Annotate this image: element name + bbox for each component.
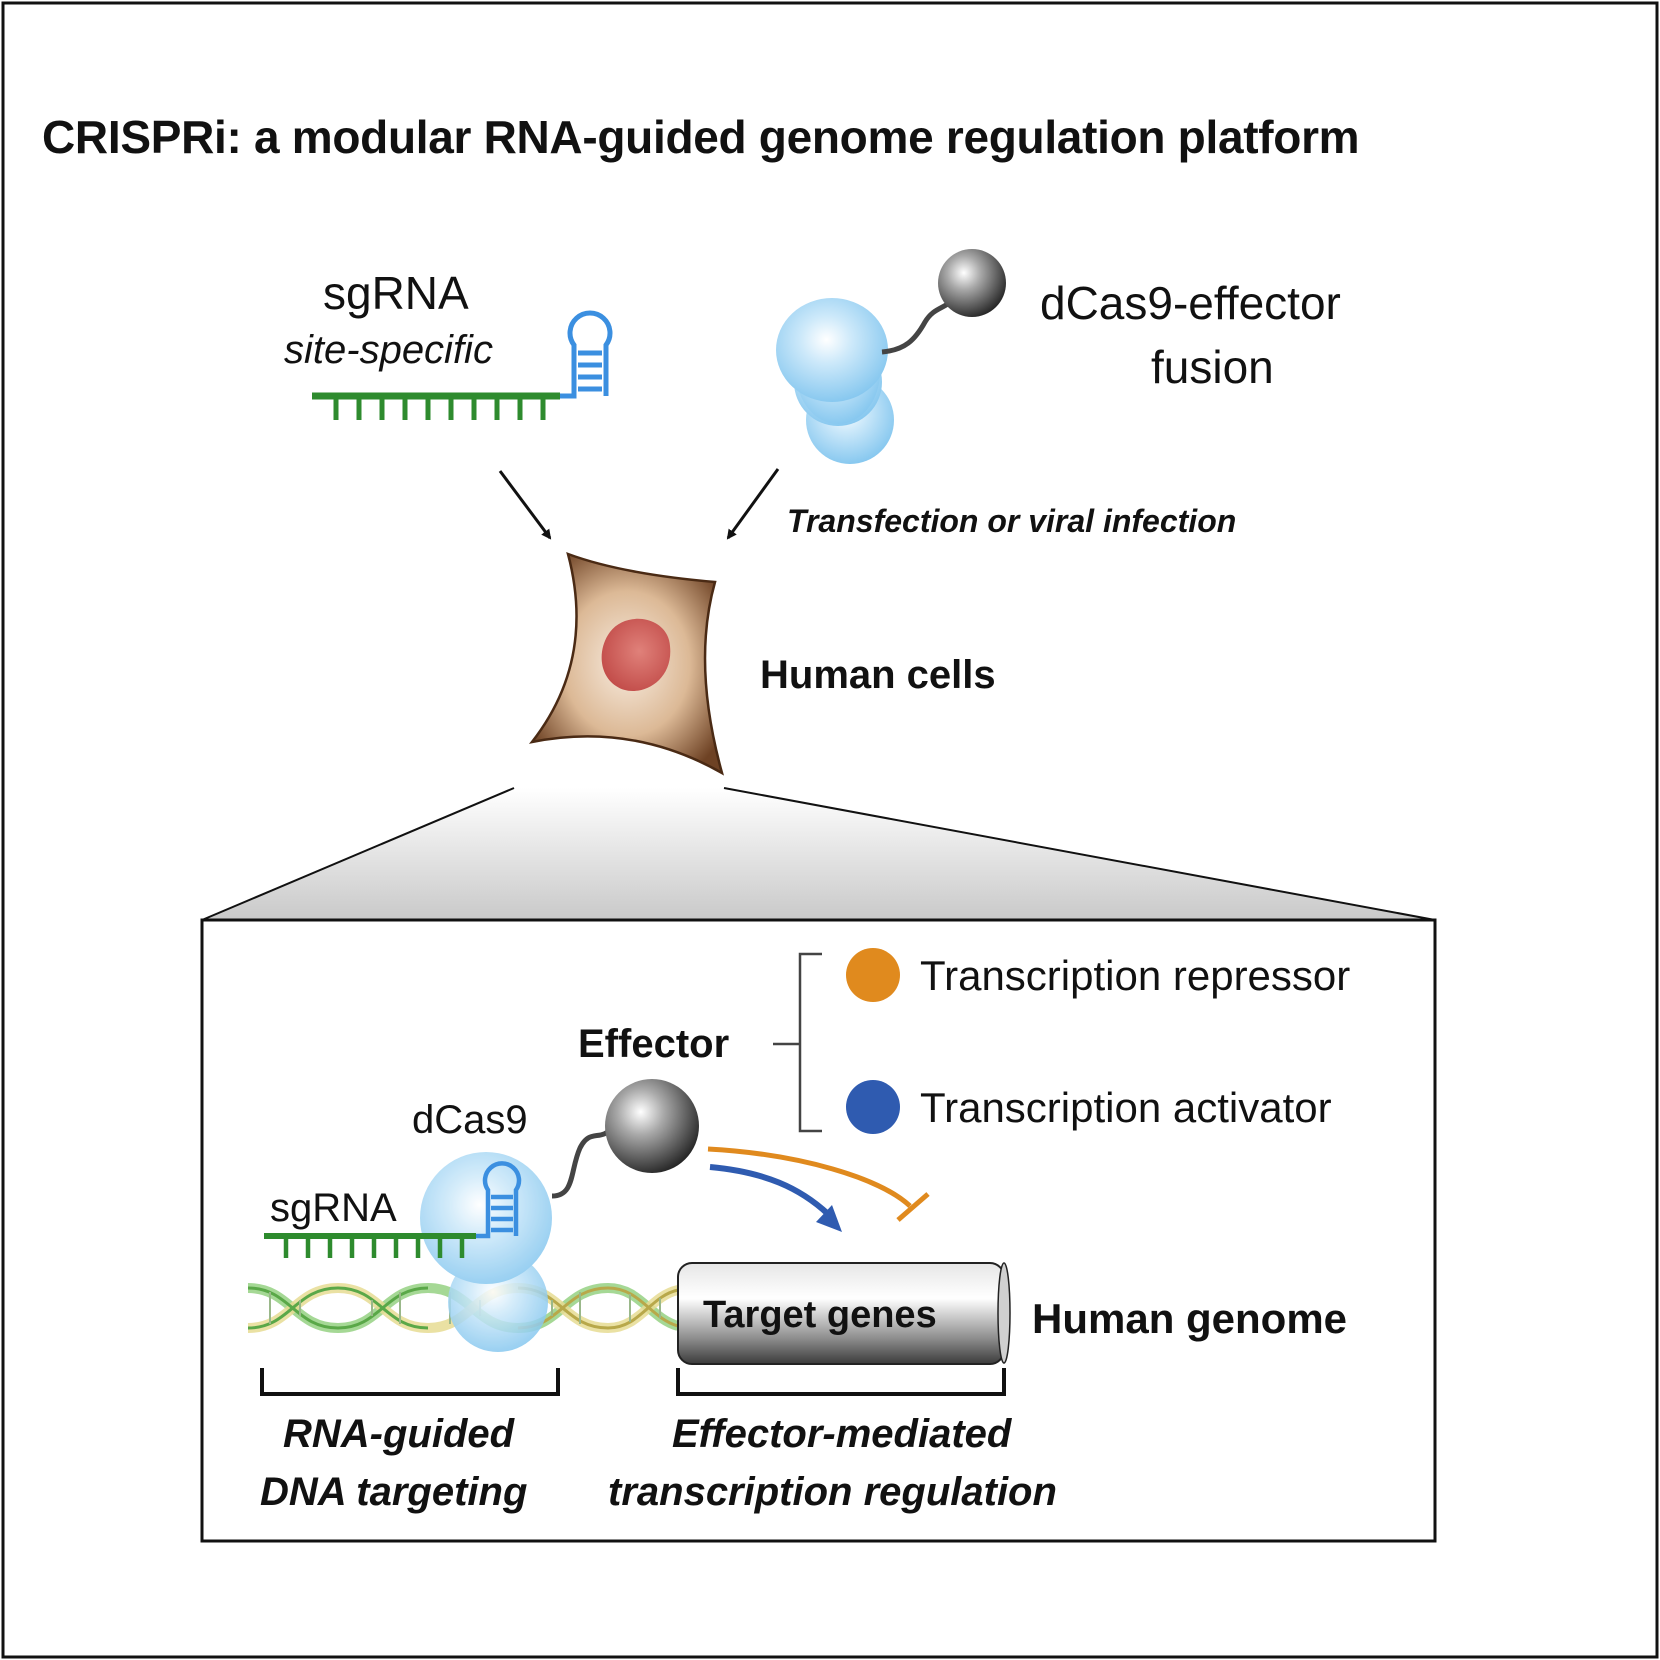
arrow-sgrna-to-cell bbox=[498, 470, 552, 540]
sgrna-top-icon bbox=[312, 310, 613, 420]
delivery-label: Transfection or viral infection bbox=[787, 503, 1237, 539]
left-caption-line2: DNA targeting bbox=[260, 1470, 528, 1514]
sgrna-hairpin-icon bbox=[560, 310, 613, 399]
dcas9-label: dCas9 bbox=[412, 1098, 528, 1142]
repression-bar bbox=[896, 1192, 930, 1222]
arrow-fusion-to-cell bbox=[726, 468, 780, 540]
repressor-label: Transcription repressor bbox=[920, 952, 1351, 999]
sgrna-sublabel: site-specific bbox=[284, 328, 493, 372]
fusion-label-line1: dCas9-effector bbox=[1040, 277, 1341, 329]
activator-legend-dot bbox=[846, 1080, 900, 1134]
zoom-line-right bbox=[723, 787, 1436, 921]
cells-label: Human cells bbox=[760, 653, 996, 697]
linker-bound-icon bbox=[551, 1126, 614, 1199]
effector-bound-ball-icon bbox=[605, 1079, 699, 1173]
right-caption-line2: transcription regulation bbox=[608, 1470, 1057, 1514]
cell-icon bbox=[528, 551, 725, 776]
activation-arrowhead bbox=[816, 1205, 842, 1232]
fusion-label-line2: fusion bbox=[1151, 341, 1274, 393]
genome-label: Human genome bbox=[1032, 1295, 1348, 1342]
sgrna-bound-icon bbox=[264, 1161, 522, 1258]
effector-ball-icon bbox=[938, 249, 1006, 317]
zoom-projection bbox=[202, 788, 1435, 920]
dna-targeting-bracket bbox=[260, 1368, 560, 1396]
target-genes-label: Target genes bbox=[703, 1294, 937, 1336]
sgrna-label: sgRNA bbox=[323, 267, 469, 319]
zoom-line-left bbox=[201, 787, 515, 921]
sgrna-bound-label: sgRNA bbox=[270, 1186, 397, 1230]
sgrna-bound-hairpin-icon bbox=[476, 1161, 522, 1239]
activation-arrow bbox=[709, 1164, 831, 1217]
effector-bracket bbox=[773, 952, 822, 1133]
detail-box bbox=[200, 918, 1437, 1543]
dcas9-protein-icon bbox=[776, 298, 894, 464]
repressor-legend-dot bbox=[846, 948, 900, 1002]
left-caption-line1: RNA-guided bbox=[283, 1412, 515, 1456]
regulation-bracket bbox=[676, 1368, 1006, 1396]
repression-arrow bbox=[707, 1146, 912, 1208]
figure-title: CRISPRi: a modular RNA-guided genome reg… bbox=[42, 111, 1360, 163]
right-caption-line1: Effector-mediated bbox=[672, 1412, 1012, 1456]
nucleus-icon bbox=[601, 618, 671, 692]
effector-label: Effector bbox=[578, 1022, 730, 1066]
activator-label: Transcription activator bbox=[920, 1084, 1332, 1131]
